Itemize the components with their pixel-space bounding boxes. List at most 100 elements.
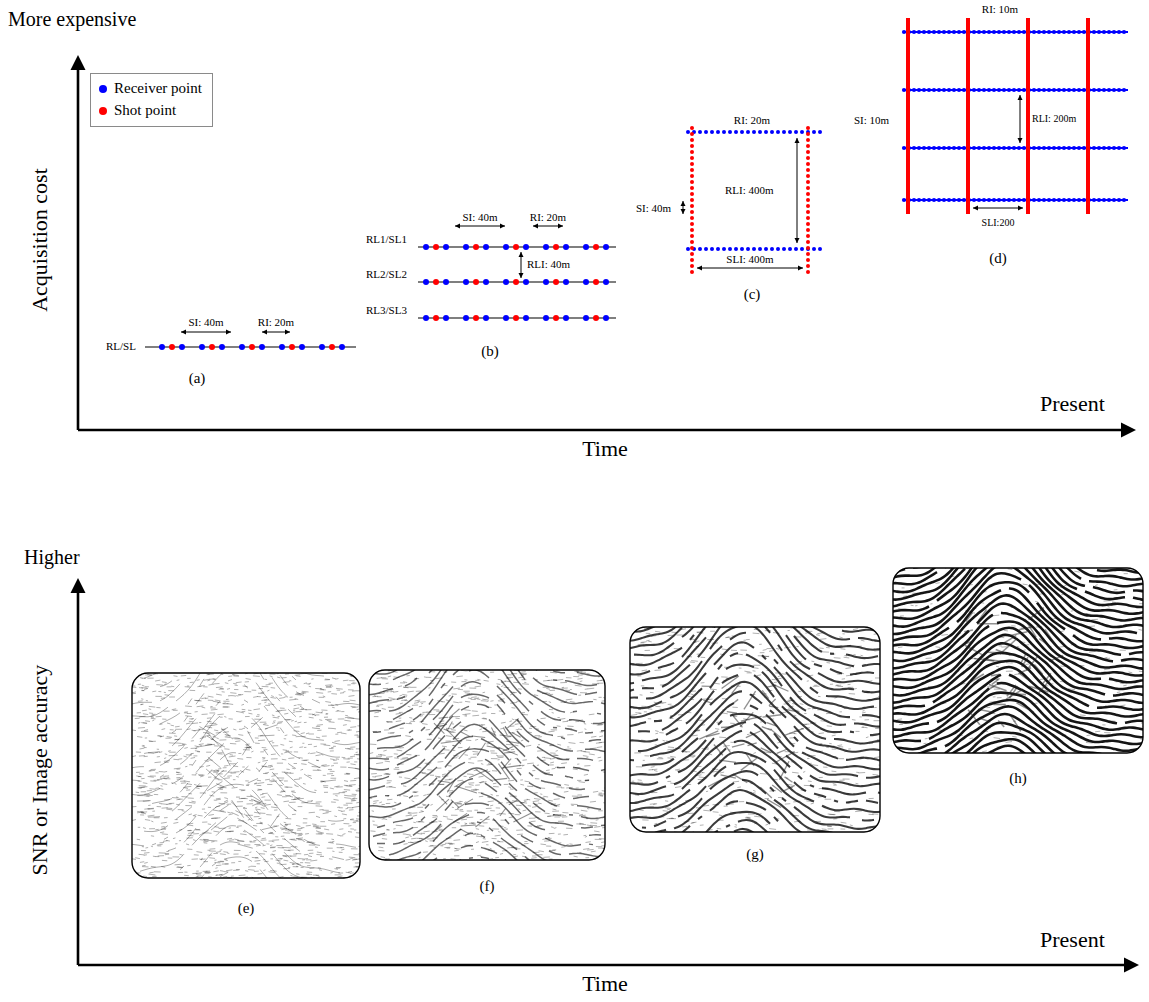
shot-point xyxy=(690,240,694,244)
receiver-point xyxy=(1117,30,1121,34)
shot-point xyxy=(806,264,810,268)
noise-stroke xyxy=(230,692,236,694)
receiver-point xyxy=(710,247,714,251)
noise-stroke xyxy=(290,773,294,774)
noise-stroke xyxy=(237,801,243,802)
noise-stroke xyxy=(339,807,343,808)
noise-stroke xyxy=(343,701,349,702)
noise-stroke xyxy=(524,682,526,683)
noise-stroke xyxy=(403,795,408,797)
reflector xyxy=(176,816,196,833)
noise-stroke xyxy=(143,782,148,784)
noise-stroke xyxy=(253,840,256,841)
noise-stroke xyxy=(550,694,553,695)
reflector xyxy=(320,856,324,857)
noise-stroke xyxy=(342,813,347,815)
receiver-point xyxy=(952,88,956,92)
noise-stroke xyxy=(211,709,218,711)
noise-stroke xyxy=(303,822,307,823)
noise-stroke xyxy=(283,860,288,862)
diffraction-stroke xyxy=(231,812,238,815)
noise-stroke xyxy=(357,709,359,711)
receiver-point xyxy=(987,30,991,34)
receiver-point xyxy=(1007,88,1011,92)
noise-stroke xyxy=(414,702,419,704)
noise-stroke xyxy=(285,824,288,825)
noise-stroke xyxy=(261,796,265,798)
reflector xyxy=(272,772,284,785)
reflector xyxy=(188,698,192,704)
noise-stroke xyxy=(490,700,493,702)
noise-stroke xyxy=(227,831,234,832)
noise-stroke xyxy=(219,739,226,740)
noise-stroke xyxy=(267,784,272,785)
seismic-section xyxy=(132,673,360,878)
noise-stroke xyxy=(220,792,227,793)
noise-stroke xyxy=(233,771,239,773)
noise-stroke xyxy=(137,811,144,813)
receiver-point xyxy=(776,247,780,251)
noise-stroke xyxy=(252,690,257,691)
noise-stroke xyxy=(175,726,180,728)
noise-stroke xyxy=(217,714,223,716)
noise-stroke xyxy=(448,765,452,767)
receiver-point xyxy=(1042,88,1046,92)
noise-stroke xyxy=(164,771,167,773)
noise-stroke xyxy=(269,740,273,742)
noise-stroke xyxy=(176,772,180,773)
noise-stroke xyxy=(154,780,160,781)
receiver-point xyxy=(1077,198,1081,202)
noise-stroke xyxy=(156,716,162,717)
receiver-point xyxy=(543,244,549,250)
noise-stroke xyxy=(557,725,561,727)
noise-stroke xyxy=(143,731,148,732)
diffraction-stroke xyxy=(250,795,261,801)
noise-stroke xyxy=(246,784,249,786)
reflector xyxy=(172,719,196,746)
noise-stroke xyxy=(206,765,210,767)
noise-stroke xyxy=(331,823,335,825)
reflector xyxy=(180,783,188,792)
dimension-arrow-head xyxy=(181,330,186,335)
noise-stroke xyxy=(196,851,202,853)
noise-stroke xyxy=(284,822,287,824)
reflector xyxy=(160,684,180,701)
noise-stroke xyxy=(383,750,386,752)
noise-stroke xyxy=(491,794,493,796)
noise-stroke xyxy=(298,835,302,837)
receiver-point xyxy=(992,30,996,34)
noise-stroke xyxy=(290,862,295,864)
noise-stroke xyxy=(308,850,314,851)
noise-stroke xyxy=(257,789,261,791)
noise-stroke xyxy=(243,808,247,809)
diffraction-stroke xyxy=(235,811,243,815)
noise-stroke xyxy=(198,815,203,817)
noise-stroke xyxy=(246,785,249,787)
receiver-point xyxy=(603,315,609,321)
noise-stroke xyxy=(270,844,272,846)
reflector xyxy=(152,844,156,845)
noise-stroke xyxy=(348,825,351,826)
reflector xyxy=(260,673,264,680)
noise-stroke xyxy=(231,862,235,863)
noise-stroke xyxy=(229,831,233,832)
noise-stroke xyxy=(324,679,329,680)
noise-stroke xyxy=(208,823,211,825)
noise-stroke xyxy=(210,848,216,849)
noise-stroke xyxy=(282,710,287,711)
noise-stroke xyxy=(265,705,270,706)
noise-stroke xyxy=(149,741,153,742)
noise-stroke xyxy=(227,804,232,805)
reflector xyxy=(244,684,248,688)
shot-point xyxy=(690,150,694,154)
receiver-point xyxy=(917,30,921,34)
noise-stroke xyxy=(216,865,221,867)
noise-stroke xyxy=(269,683,273,684)
noise-stroke xyxy=(339,852,343,853)
noise-stroke xyxy=(302,691,309,693)
noise-stroke xyxy=(245,870,248,872)
noise-stroke xyxy=(181,675,186,676)
noise-stroke xyxy=(331,801,336,802)
reflector xyxy=(160,735,164,737)
shot-point xyxy=(806,210,810,214)
